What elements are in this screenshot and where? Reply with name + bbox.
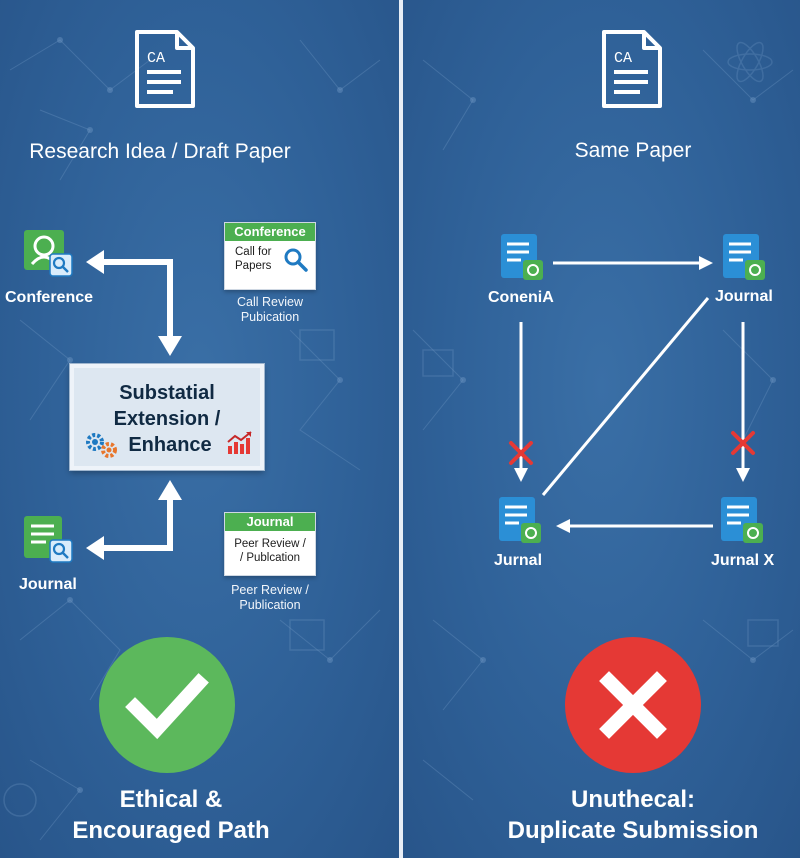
unethical-verdict-text: Unuthecal: Duplicate Submission <box>507 786 759 844</box>
conference-call-card: Conference Call for Papers <box>224 222 316 290</box>
duplicate-submission-arrows <box>509 256 755 533</box>
conference-label: Conference <box>5 289 94 306</box>
document-icon: CA <box>135 30 195 108</box>
conference-search-icon <box>24 230 73 277</box>
conference-card-line-2: Papers <box>235 260 272 272</box>
document-icon: CA <box>602 30 662 108</box>
extension-line-2: Extension / <box>113 408 221 430</box>
left-title: Research Idea / Draft Paper <box>29 140 291 163</box>
background-network-decoration <box>412 41 794 801</box>
forbidden-x-marks <box>509 431 755 465</box>
conference-card-caption: Call Review Pubication <box>237 295 303 324</box>
growth-chart-icon <box>227 431 252 454</box>
extension-line-1: Substatial <box>119 382 215 404</box>
journal-card-header: Journal <box>225 513 315 531</box>
ethical-verdict-text: Ethical & Encouraged Path <box>72 786 270 844</box>
x-mark-icon <box>599 671 667 739</box>
checkmark-icon <box>125 673 209 740</box>
gears-icon <box>86 433 117 458</box>
ethical-check-circle <box>99 637 235 773</box>
panel-divider <box>399 0 403 858</box>
node-top-right-label: Journal <box>715 288 773 305</box>
extension-line-3: Enhance <box>128 434 212 456</box>
ethical-path-panel: CA Research Idea / Draft Paper Conferenc… <box>0 0 399 858</box>
conference-to-extension-arrow <box>86 250 182 560</box>
conference-card-header: Conference <box>225 223 315 241</box>
node-bottom-right-label: Jurnal X <box>711 552 775 569</box>
doc-glyph: CA <box>614 50 632 67</box>
right-title: Same Paper <box>574 139 692 162</box>
journal-document-icon <box>723 234 765 280</box>
unethical-cross-circle <box>565 637 701 773</box>
jurnal-document-icon <box>499 497 541 543</box>
conference-card-line-1: Call for <box>235 246 272 258</box>
node-bottom-left-label: Jurnal <box>494 552 543 569</box>
magnifier-icon <box>284 248 308 272</box>
journal-search-icon <box>24 516 73 563</box>
background-network-decoration <box>3 37 381 841</box>
journal-card-line-1: Peer Review / <box>234 538 306 550</box>
journal-label: Journal <box>19 576 77 593</box>
node-top-left-label: ConeniA <box>488 289 554 306</box>
doc-glyph: CA <box>147 50 165 67</box>
unethical-path-panel: CA Same Paper <box>403 0 800 858</box>
conference-document-icon <box>501 234 543 280</box>
journal-card-line-2: / Publcation <box>239 552 301 564</box>
substantial-extension-box: Substatial Extension / Enhance <box>70 364 264 470</box>
journal-card-caption: Peer Review / Publication <box>231 583 309 612</box>
journal-review-card: Journal Peer Review / / Publcation <box>224 512 316 576</box>
jurnal-x-document-icon <box>721 497 763 543</box>
